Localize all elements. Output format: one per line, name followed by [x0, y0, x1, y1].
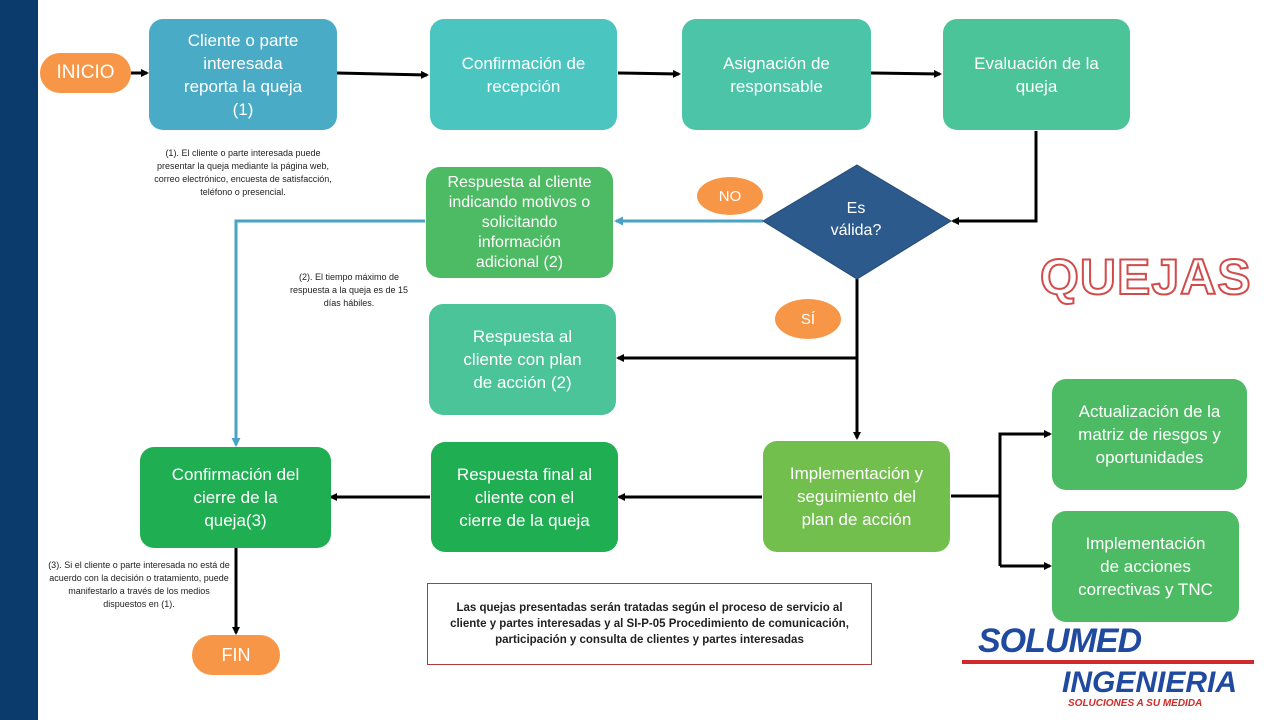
decision-diamond [762, 164, 952, 280]
left-sidebar-band [0, 0, 38, 720]
decision-question: Es válida? [830, 200, 882, 239]
no-label: NO [697, 177, 763, 215]
arrow-branch-to-matrix [998, 430, 1052, 566]
process-note: Las quejas presentadas serán tratadas se… [427, 583, 872, 665]
step-confirm-receipt: Confirmación de recepción [430, 19, 617, 130]
page-title: QUEJAS [1039, 248, 1252, 306]
end-terminal: FIN [192, 635, 280, 675]
step-respond-reasons: Respuesta al cliente indicando motivos o… [426, 167, 613, 278]
start-terminal: INICIO [40, 53, 131, 93]
company-logo: SOLUMED INGENIERIA SOLUCIONES A SU MEDID… [962, 618, 1262, 718]
note-2: (2). El tiempo máximo de respuesta a la … [289, 272, 409, 308]
arrow-reasons-to-close [231, 219, 425, 447]
step-update-matrix: Actualización de la matriz de riesgos y … [1052, 379, 1247, 490]
arrow-receipt-to-assign [617, 69, 681, 78]
logo-line1: SOLUMED [978, 622, 1142, 660]
arrow-report-to-receipt [336, 70, 429, 79]
step-final-response: Respuesta final al cliente con el cierre… [431, 442, 618, 552]
logo-line2: INGENIERIA [1062, 666, 1238, 699]
step-implement: Implementación y seguimiento del plan de… [763, 441, 950, 552]
logo-divider [962, 660, 1254, 664]
step-respond-plan: Respuesta al cliente con plan de acción … [429, 304, 616, 415]
step-evaluate: Evaluación de la queja [943, 19, 1130, 130]
note-3: (3). Si el cliente o parte interesada no… [48, 560, 230, 609]
step-corrective: Implementación de acciones correctivas y… [1052, 511, 1239, 622]
step-confirm-close: Confirmación del cierre de la queja(3) [140, 447, 331, 548]
yes-label: SÍ [775, 299, 841, 339]
arrow-assign-to-evaluate [870, 69, 942, 78]
step-report: Cliente o parte interesada reporta la qu… [149, 19, 337, 130]
arrow-evaluate-to-decision [951, 131, 1038, 225]
note-1: (1). El cliente o parte interesada puede… [154, 148, 332, 197]
logo-tagline: SOLUCIONES A SU MEDIDA [1068, 698, 1203, 709]
step-assign: Asignación de responsable [682, 19, 871, 130]
